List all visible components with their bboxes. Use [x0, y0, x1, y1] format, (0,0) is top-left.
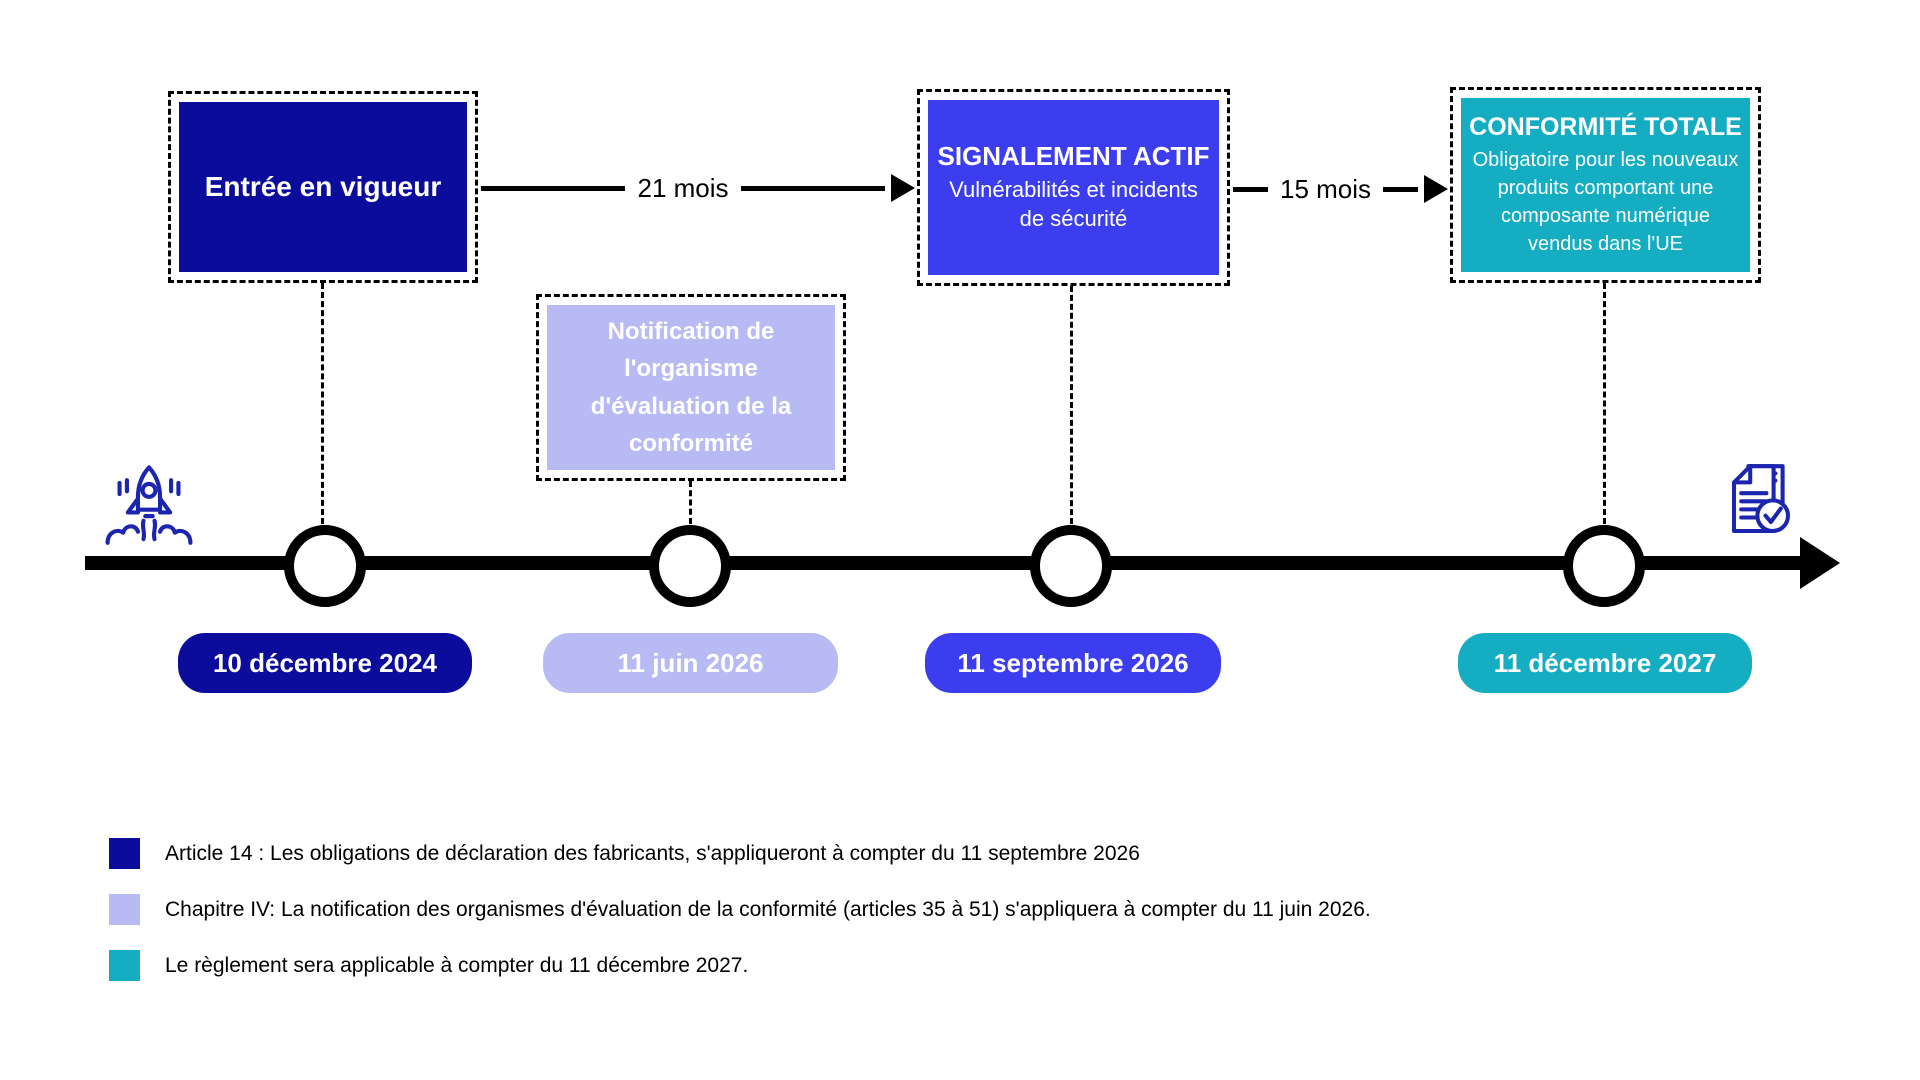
timeline-axis [85, 556, 1807, 570]
legend-item-reglement-applicable: Le règlement sera applicable à compter d… [109, 950, 748, 981]
milestone-title: CONFORMITÉ TOTALE [1469, 112, 1742, 141]
interval-label: 21 mois [637, 172, 729, 203]
legend-item-article-14: Article 14 : Les obligations de déclarat… [109, 838, 1140, 869]
date-pill-10-decembre-2024: 10 décembre 2024 [178, 633, 472, 693]
legend-item-chapitre-iv: Chapitre IV: La notification des organis… [109, 894, 1371, 925]
interval-arrow-21-mois: 21 mois [481, 172, 916, 204]
interval-label: 15 mois [1279, 173, 1372, 204]
milestone-node-4 [1563, 525, 1645, 607]
legend-swatch-lavender [109, 894, 140, 925]
milestone-box-fill: Notification de l'organisme d'évaluation… [547, 305, 835, 470]
arrow-head-icon [891, 174, 916, 202]
milestone-node-1 [284, 525, 366, 607]
milestone-box-entree-en-vigueur: Entrée en vigueur [168, 91, 478, 283]
arrow-line [481, 185, 626, 191]
legend-text: Article 14 : Les obligations de déclarat… [165, 841, 1140, 865]
milestone-box-signalement-actif: SIGNALEMENT ACTIF Vulnérabilités et inci… [917, 89, 1230, 286]
arrow-line [1383, 186, 1419, 192]
date-pill-11-decembre-2027: 11 décembre 2027 [1458, 633, 1752, 693]
milestone-box-notification-organisme: Notification de l'organisme d'évaluation… [536, 294, 846, 481]
milestone-subtitle: Vulnérabilités et incidents de sécurité [949, 177, 1198, 231]
legend-swatch-teal [109, 950, 140, 981]
milestone-box-fill: Entrée en vigueur [179, 102, 467, 272]
milestone-node-2 [649, 525, 731, 607]
connector-line [689, 481, 692, 524]
legend-swatch-navy [109, 838, 140, 869]
date-pill-11-septembre-2026: 11 septembre 2026 [925, 633, 1221, 693]
milestone-subtitle: Obligatoire pour les nouveaux produits c… [1472, 148, 1739, 255]
legend-text: Le règlement sera applicable à compter d… [165, 953, 749, 977]
milestone-node-3 [1030, 525, 1112, 607]
arrow-head-icon [1424, 175, 1449, 203]
connector-line [1603, 283, 1606, 524]
rocket-launch-icon [103, 460, 195, 552]
milestone-box-fill: SIGNALEMENT ACTIF Vulnérabilités et inci… [928, 100, 1219, 275]
arrow-line [740, 185, 886, 191]
interval-arrow-15-mois: 15 mois [1233, 173, 1449, 205]
connector-line [1070, 286, 1073, 524]
documents-check-icon [1716, 456, 1806, 552]
date-pill-11-juin-2026: 11 juin 2026 [543, 633, 838, 693]
milestone-box-conformite-totale: CONFORMITÉ TOTALE Obligatoire pour les n… [1450, 87, 1761, 283]
milestone-title: Entrée en vigueur [204, 171, 442, 202]
legend-text: Chapitre IV: La notification des organis… [165, 897, 1371, 921]
connector-line [321, 283, 324, 524]
milestone-box-fill: CONFORMITÉ TOTALE Obligatoire pour les n… [1461, 98, 1750, 272]
timeline-arrowhead-icon [1800, 537, 1840, 589]
arrow-line [1233, 186, 1268, 192]
milestone-title: Notification de l'organisme d'évaluation… [590, 318, 792, 457]
milestone-title: SIGNALEMENT ACTIF [937, 141, 1210, 172]
